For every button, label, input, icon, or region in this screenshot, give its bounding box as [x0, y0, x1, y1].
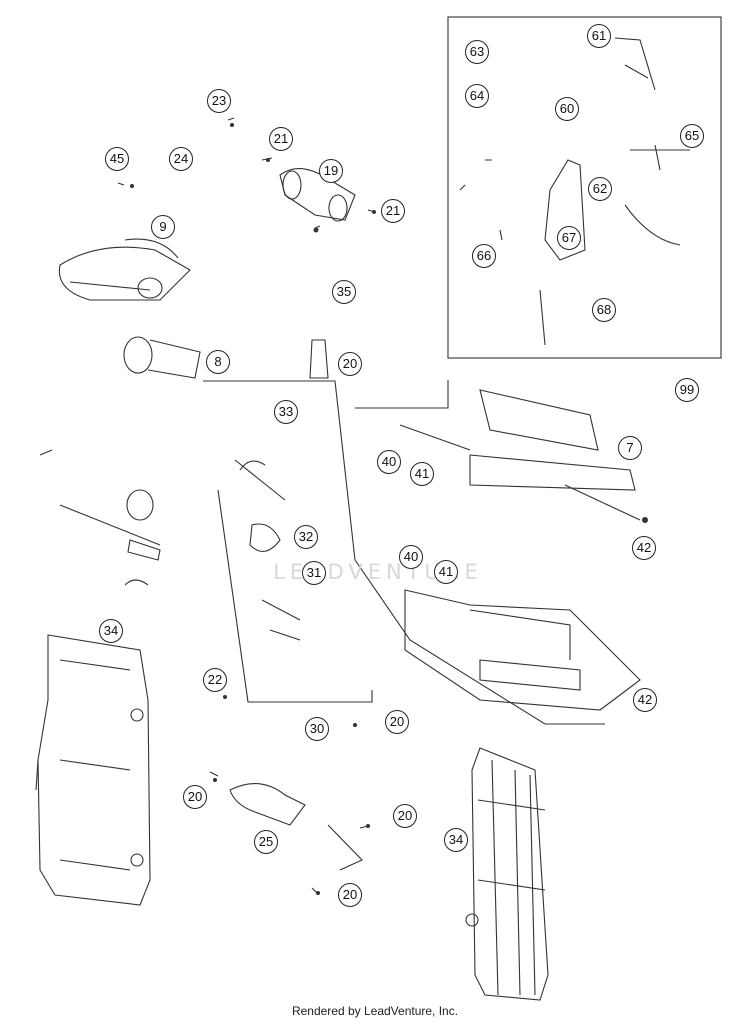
callout-61[interactable]: 61: [587, 24, 611, 48]
watermark: LEADVENTURE: [273, 560, 483, 584]
callout-7[interactable]: 7: [618, 436, 642, 460]
callout-22[interactable]: 22: [203, 668, 227, 692]
callout-40-lower[interactable]: 40: [399, 545, 423, 569]
callout-42-lower[interactable]: 42: [633, 688, 657, 712]
hose-clamp-left: [39, 449, 161, 586]
radiator-guard-left: [35, 634, 151, 906]
callout-20-mid[interactable]: 20: [385, 710, 409, 734]
callout-33[interactable]: 33: [274, 400, 298, 424]
callout-45[interactable]: 45: [105, 147, 129, 171]
callout-21-upper[interactable]: 21: [269, 127, 293, 151]
thermostat-parts: [234, 459, 301, 641]
callout-30[interactable]: 30: [305, 717, 329, 741]
callout-99[interactable]: 99: [675, 378, 699, 402]
hose-fitting: [309, 339, 329, 379]
radiator-guard-right: [465, 747, 549, 1001]
callout-35[interactable]: 35: [332, 280, 356, 304]
callout-68[interactable]: 68: [592, 298, 616, 322]
footer-credit: Rendered by LeadVenture, Inc.: [291, 1004, 459, 1018]
callout-40-upper[interactable]: 40: [377, 450, 401, 474]
callout-25[interactable]: 25: [254, 830, 278, 854]
callout-21-lower[interactable]: 21: [381, 199, 405, 223]
callout-34-left[interactable]: 34: [99, 619, 123, 643]
callout-31[interactable]: 31: [302, 561, 326, 585]
radiator-upper: [399, 389, 641, 521]
callout-8[interactable]: 8: [206, 350, 230, 374]
callout-20-left[interactable]: 20: [183, 785, 207, 809]
coolant-hose-25: [209, 771, 369, 895]
callout-65[interactable]: 65: [680, 124, 704, 148]
callout-62[interactable]: 62: [588, 177, 612, 201]
callout-20-right[interactable]: 20: [393, 804, 417, 828]
callout-20-bottom[interactable]: 20: [338, 883, 362, 907]
callout-60[interactable]: 60: [555, 97, 579, 121]
callout-63[interactable]: 63: [465, 40, 489, 64]
callout-32[interactable]: 32: [294, 525, 318, 549]
callout-34-right[interactable]: 34: [444, 828, 468, 852]
callout-24[interactable]: 24: [169, 147, 193, 171]
callout-9[interactable]: 9: [151, 215, 175, 239]
air-filter-assembly: [58, 238, 201, 379]
callout-41-upper[interactable]: 41: [410, 462, 434, 486]
inset-parts: [459, 37, 690, 346]
group-line: [203, 380, 605, 725]
callout-42-upper[interactable]: 42: [632, 536, 656, 560]
radiator-lower: [404, 589, 641, 711]
callout-67[interactable]: 67: [557, 226, 581, 250]
callout-41-lower[interactable]: 41: [434, 560, 458, 584]
callout-66[interactable]: 66: [472, 244, 496, 268]
callout-64[interactable]: 64: [465, 84, 489, 108]
callout-20-top[interactable]: 20: [338, 352, 362, 376]
callout-23[interactable]: 23: [207, 89, 231, 113]
callout-19[interactable]: 19: [319, 159, 343, 183]
inset-frame: [447, 16, 722, 359]
